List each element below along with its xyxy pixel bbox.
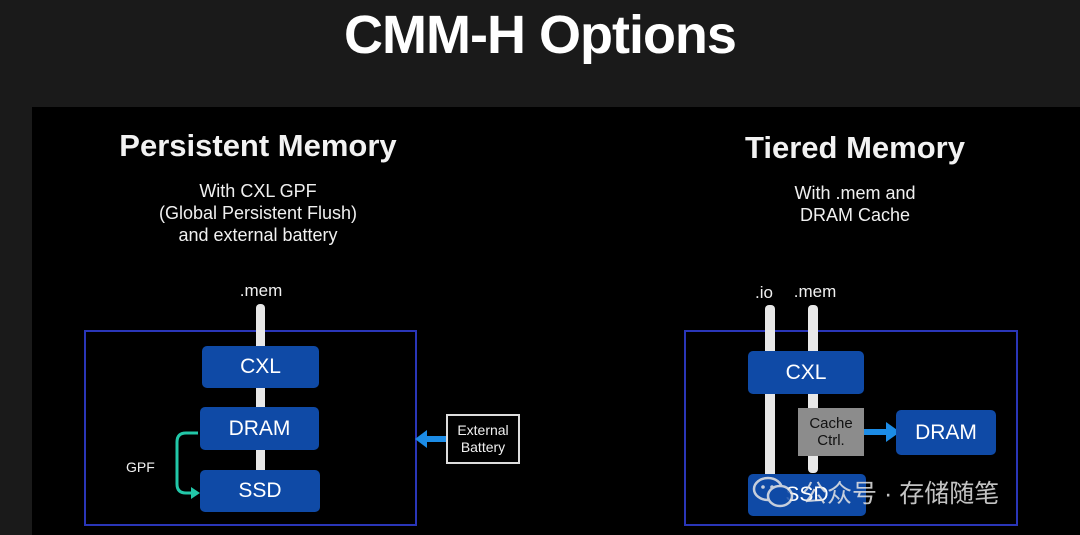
ssd-block: SSD xyxy=(200,470,320,512)
gpf-label: GPF xyxy=(126,459,155,475)
tiered-device-frame xyxy=(684,330,1018,526)
battery-label-line: Battery xyxy=(460,439,506,455)
cache-controller-box: Cache Ctrl. xyxy=(798,408,864,456)
external-battery-box: External Battery xyxy=(446,414,520,464)
tiered-memory-heading: Tiered Memory xyxy=(745,130,965,165)
watermark: 公众号 · 存储随笔 xyxy=(752,474,1052,510)
description-line: With .mem and xyxy=(794,183,916,203)
description-line: and external battery xyxy=(178,225,338,245)
mem-bus-label: .mem xyxy=(239,281,283,300)
io-bus-label: .io xyxy=(755,283,773,302)
cache-label-line: Ctrl. xyxy=(817,432,845,449)
persistent-memory-heading: Persistent Memory xyxy=(119,128,397,163)
tiered-memory-description: With .mem and DRAM Cache xyxy=(685,182,1025,226)
persistent-device-frame xyxy=(84,330,417,526)
cxl-block: CXL xyxy=(202,346,319,388)
persistent-memory-description: With CXL GPF (Global Persistent Flush) a… xyxy=(88,180,428,246)
mem-bus-label: .mem xyxy=(793,282,837,301)
description-line: With CXL GPF xyxy=(199,181,317,201)
watermark-text: 公众号 · 存储随笔 xyxy=(802,480,1000,508)
battery-arrow xyxy=(415,430,447,448)
gpf-flush-arrow xyxy=(175,431,200,499)
description-line: DRAM Cache xyxy=(799,205,911,225)
battery-label-line: External xyxy=(457,422,509,438)
cache-to-dram-arrow xyxy=(864,422,900,442)
dram-block: DRAM xyxy=(200,407,319,450)
slide-panel xyxy=(32,107,1080,535)
page-title: CMM-H Options xyxy=(344,5,737,65)
dram-block: DRAM xyxy=(896,410,996,455)
io-bus-line xyxy=(765,305,775,497)
mem-bus-line xyxy=(256,304,265,488)
description-line: (Global Persistent Flush) xyxy=(158,203,358,223)
ssd-block: SSD xyxy=(748,474,866,516)
cache-label-line: Cache xyxy=(809,415,853,432)
chat-bubbles-icon xyxy=(752,476,794,508)
cxl-block: CXL xyxy=(748,351,864,394)
